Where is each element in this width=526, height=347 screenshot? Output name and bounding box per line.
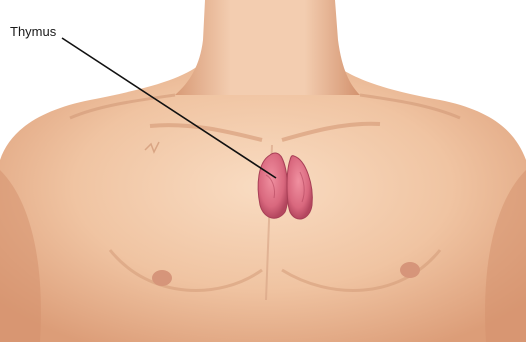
nipple-right	[400, 262, 420, 278]
nipple-left	[152, 270, 172, 286]
neck	[175, 0, 360, 95]
thymus-label: Thymus	[10, 24, 56, 39]
